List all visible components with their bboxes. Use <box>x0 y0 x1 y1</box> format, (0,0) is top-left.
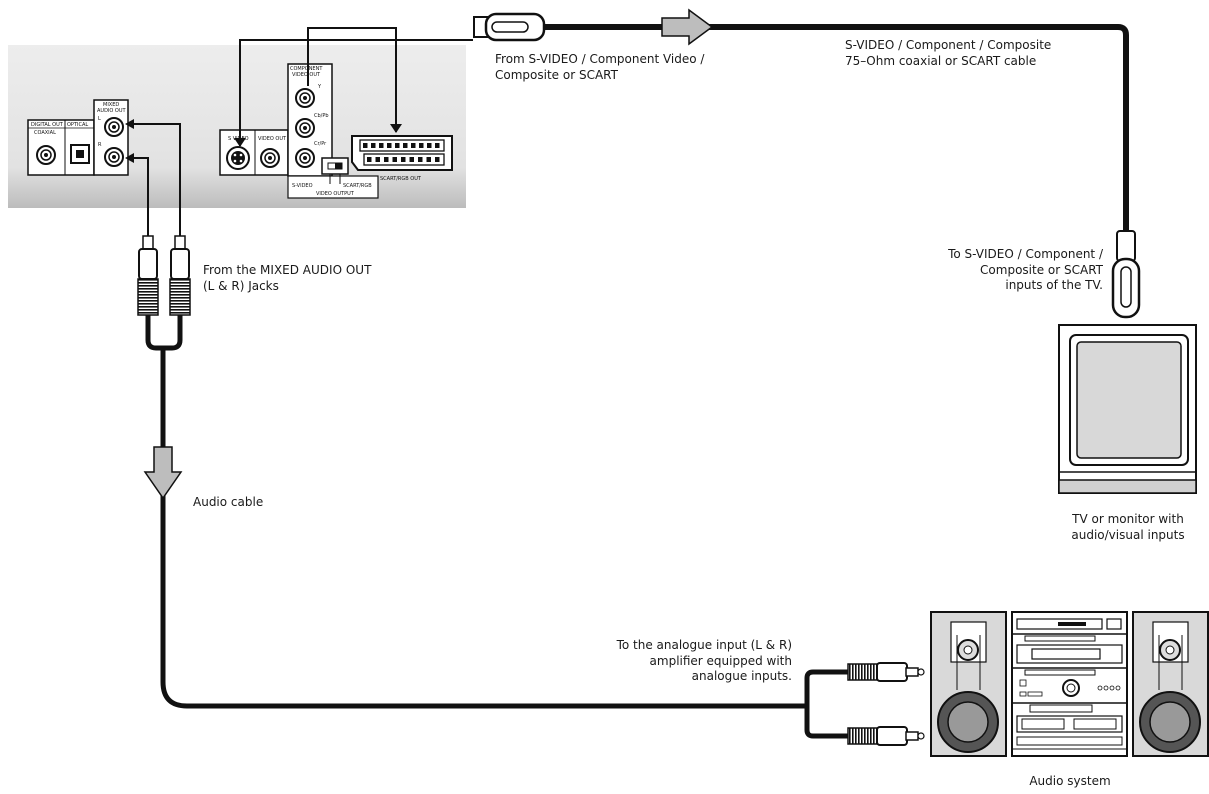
to-amp-label: To the analogue input (L & R) amplifier … <box>616 638 792 683</box>
scart-rgb-out-label: SCART/RGB OUT <box>380 176 422 182</box>
scart-pin <box>426 157 431 162</box>
tv-monitor <box>1058 324 1197 494</box>
optical-label: OPTICAL <box>67 122 88 128</box>
scart-pin <box>419 143 424 148</box>
cr-label: Cr/Pr <box>314 141 327 147</box>
channel-r-label: R <box>98 142 102 148</box>
audio-plug-right <box>169 235 191 316</box>
optical-jack <box>70 144 90 164</box>
switch-scart-label: SCART/RGB <box>343 183 372 189</box>
component-jack-cr <box>295 148 315 168</box>
scart-pin <box>435 143 440 148</box>
switch-svideo-label: S-VIDEO <box>292 183 313 189</box>
scart-pin <box>409 157 414 162</box>
amp-plug-lower <box>847 726 925 746</box>
video-output-label: VIDEO OUTPUT <box>316 191 355 197</box>
video-cable-label: S-VIDEO / Component / Composite 75–Ohm c… <box>845 38 1052 68</box>
scart-pin <box>435 157 440 162</box>
coaxial-label: COAXIAL <box>34 130 56 136</box>
audio-plug-left <box>137 235 159 316</box>
video-output-switch <box>321 157 349 184</box>
stereo-unit <box>1011 611 1128 757</box>
scart-pin <box>375 157 380 162</box>
component-label-2: VIDEO OUT <box>292 72 321 78</box>
video-cable <box>544 24 1129 230</box>
coaxial-jack <box>36 145 56 165</box>
audio-cable-label: Audio cable <box>193 495 264 509</box>
scart-pin <box>411 143 416 148</box>
scart-pin <box>395 143 400 148</box>
audio-jack-l <box>104 117 124 137</box>
scart-pin <box>392 157 397 162</box>
audio-cables <box>125 119 181 236</box>
scart-pin <box>401 157 406 162</box>
scart-connector <box>351 135 453 171</box>
cable-arrowheads <box>234 124 402 147</box>
component-jack-cb <box>295 118 315 138</box>
scart-pin <box>363 143 368 148</box>
audio-direction-arrow <box>143 446 183 500</box>
video-out-jack <box>260 148 280 168</box>
speaker-right <box>1132 611 1209 757</box>
scart-pin <box>427 143 432 148</box>
digital-out-label: DIGITAL OUT <box>31 122 64 128</box>
scart-pin <box>379 143 384 148</box>
mixed-label-1: MIXED <box>103 102 119 108</box>
speaker-left <box>930 611 1007 757</box>
audio-cable <box>145 315 848 739</box>
s-video-jack <box>226 146 250 170</box>
video-plug-top <box>473 12 546 42</box>
to-tv-label: To S-VIDEO / Component / Composite or SC… <box>948 247 1103 292</box>
y-label: Y <box>317 84 322 90</box>
tv-plug <box>1111 230 1141 319</box>
amp-plug-upper <box>847 662 925 682</box>
scart-pin <box>367 157 372 162</box>
mixed-label-2: AUDIO OUT <box>97 108 127 114</box>
scart-pins <box>363 143 440 162</box>
audio-system-label: Audio system <box>1029 774 1111 788</box>
scart-pin <box>387 143 392 148</box>
channel-l-label: L <box>98 116 101 122</box>
scart-pin <box>418 157 423 162</box>
video-cables <box>239 27 473 146</box>
audio-jack-r <box>104 147 124 167</box>
video-out-label: VIDEO OUT <box>258 136 287 142</box>
component-label-1: COMPONENT <box>290 66 323 72</box>
scart-pin <box>384 157 389 162</box>
scart-pin <box>371 143 376 148</box>
from-video-label: From S-VIDEO / Component Video / Composi… <box>495 52 705 82</box>
player-back-panel: DIGITAL OUT OPTICAL COAXIAL MIXED AUDIO … <box>8 45 466 208</box>
tv-label: TV or monitor with audio/visual inputs <box>1071 512 1185 542</box>
component-jack-y <box>295 88 315 108</box>
cb-label: Cb/Pb <box>314 113 329 119</box>
video-direction-arrow <box>661 8 714 46</box>
scart-pin <box>403 143 408 148</box>
from-audio-label: From the MIXED AUDIO OUT (L & R) Jacks <box>203 263 372 293</box>
